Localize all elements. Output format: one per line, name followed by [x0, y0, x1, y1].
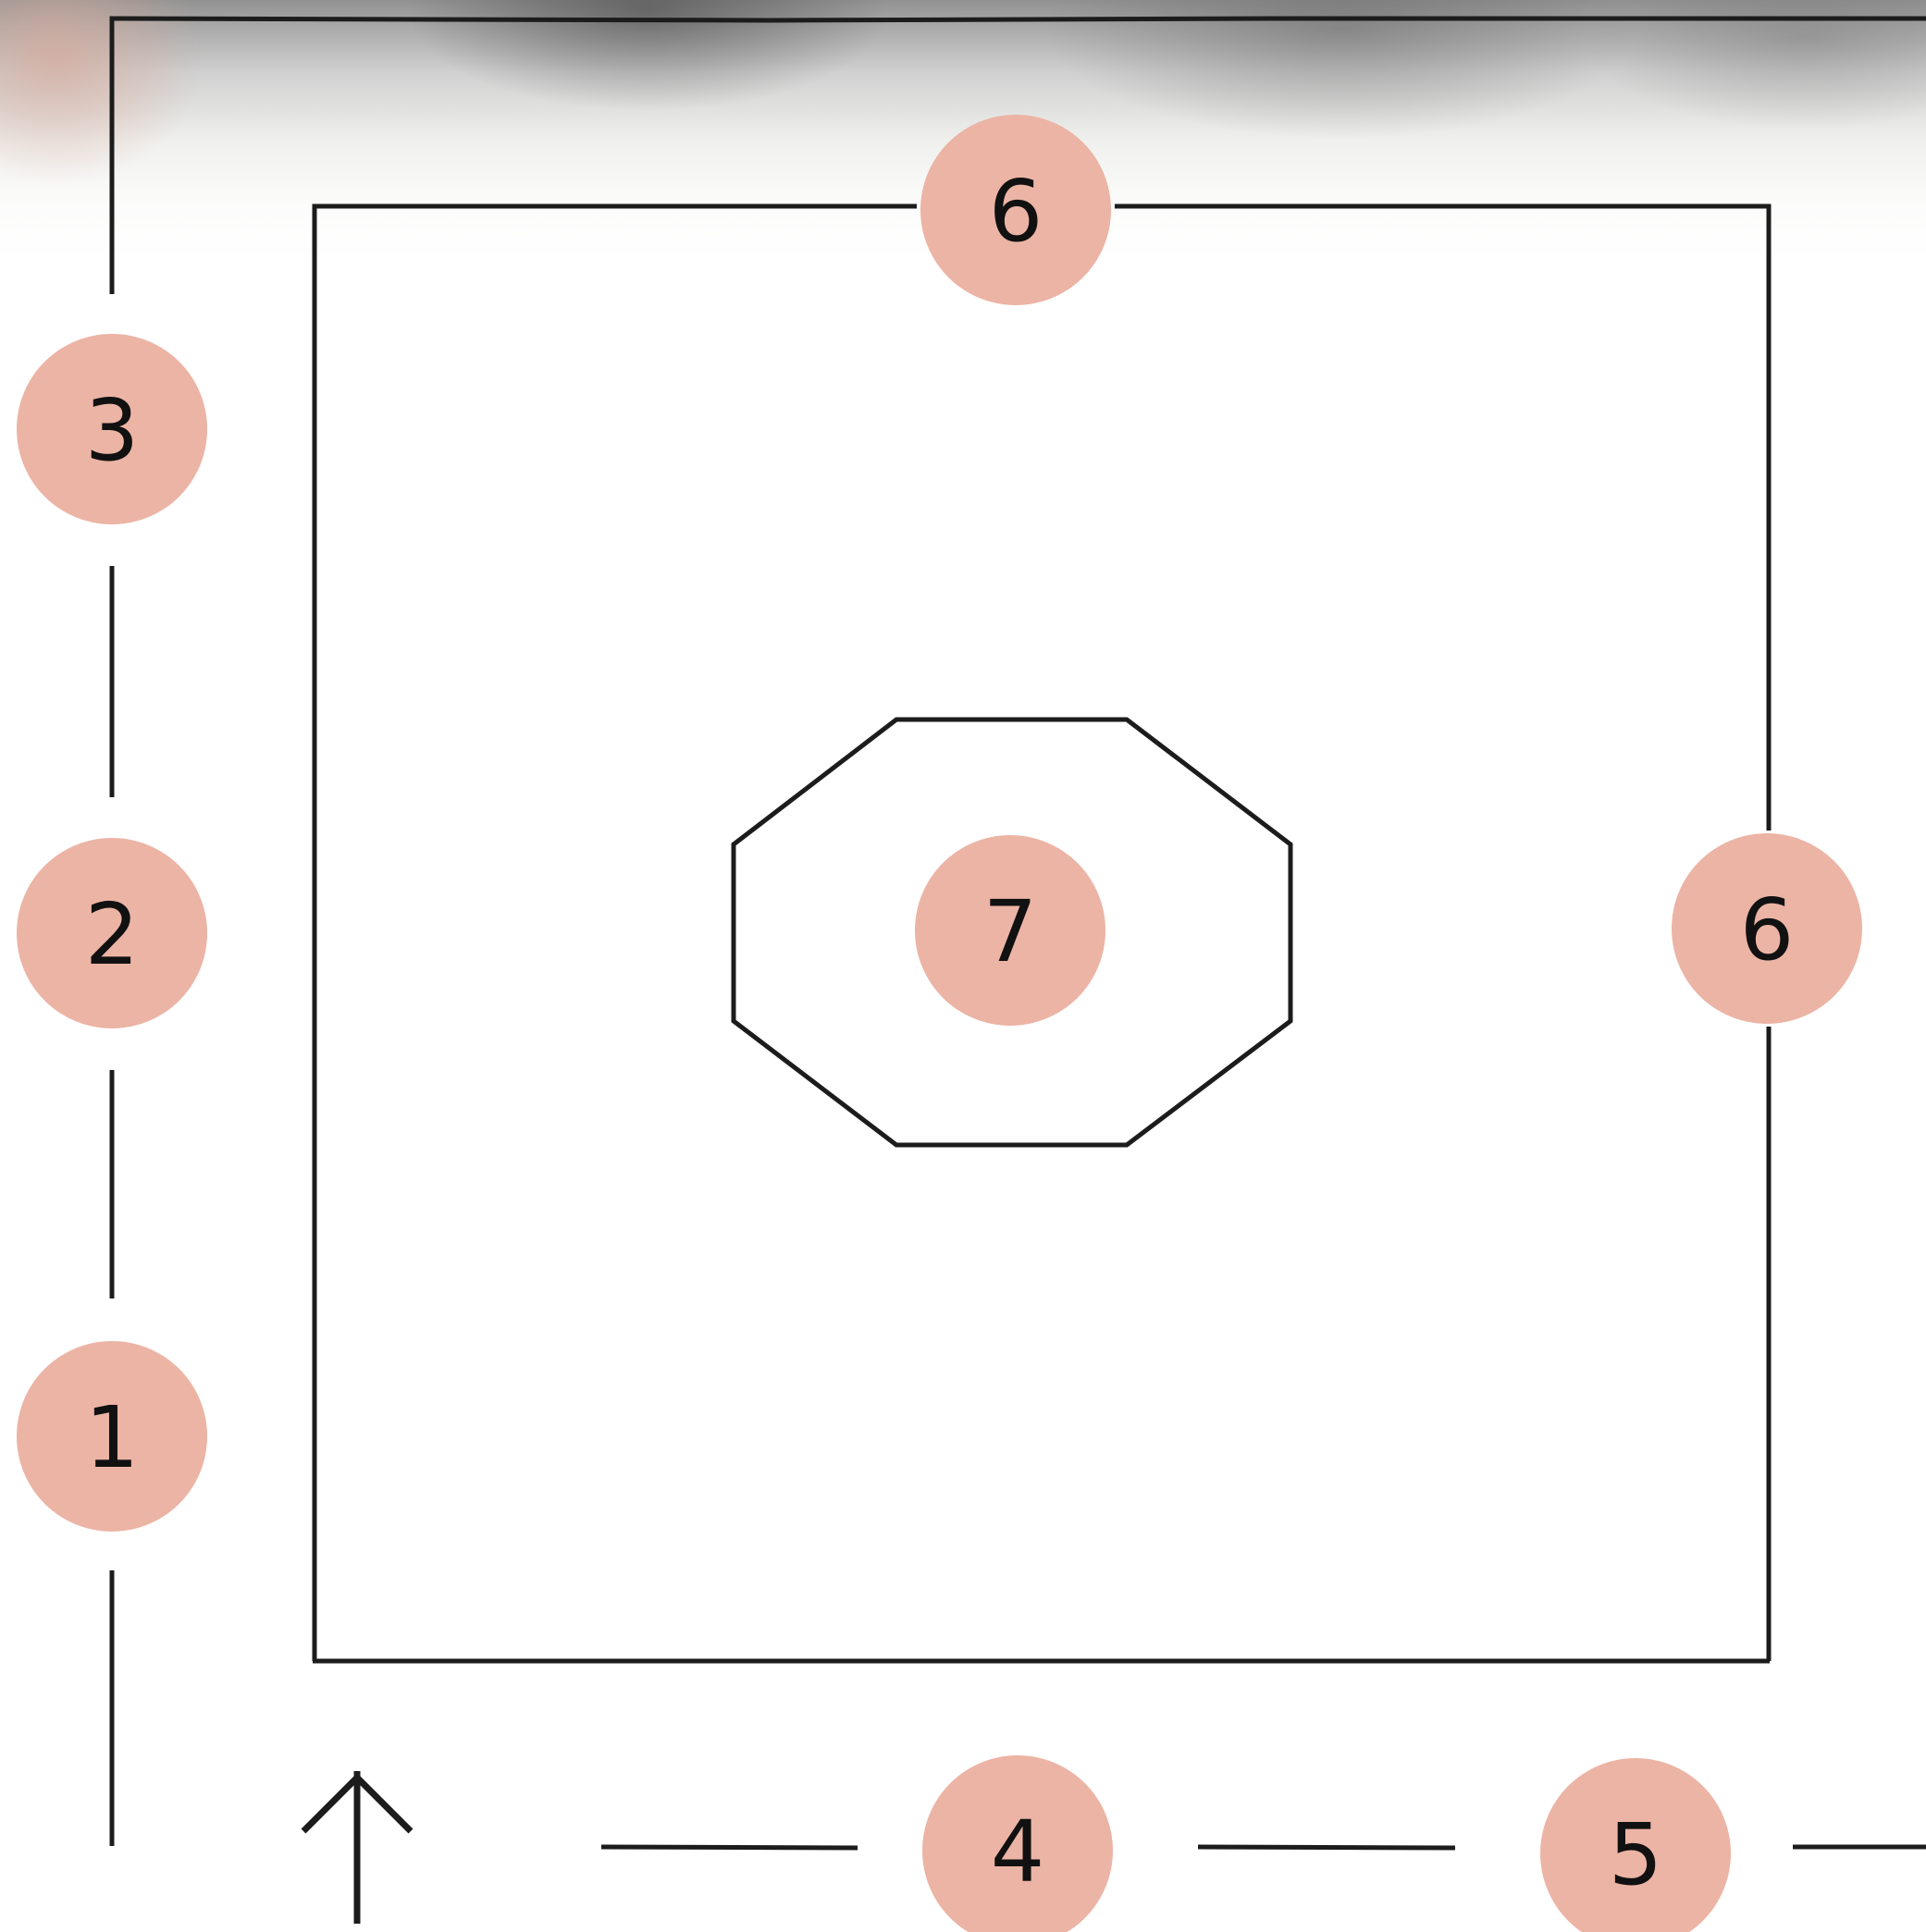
- marker-6-right-label: 6: [1740, 880, 1795, 979]
- marker-4-label: 4: [991, 1803, 1045, 1901]
- outer-frame-top-mid: [768, 18, 1272, 20]
- marker-1-label: 1: [85, 1388, 140, 1487]
- marker-3-label: 3: [85, 381, 140, 480]
- marker-1: 1: [17, 1341, 207, 1532]
- marker-3: 3: [17, 334, 207, 524]
- bottom-path-segment-a: [601, 1847, 858, 1848]
- room-wall-top-left: [315, 206, 917, 1661]
- marker-2-label: 2: [85, 885, 140, 984]
- marker-4: 4: [922, 1755, 1113, 1932]
- marker-7-label: 7: [983, 882, 1038, 981]
- marker-6-top-label: 6: [989, 162, 1043, 261]
- marker-5-label: 5: [1609, 1805, 1663, 1904]
- marker-2: 2: [17, 838, 207, 1028]
- outer-frame-top-left: [112, 18, 768, 294]
- marker-6-right: 6: [1672, 833, 1862, 1024]
- marker-5: 5: [1540, 1758, 1731, 1932]
- bottom-path-segment-b: [1198, 1847, 1455, 1848]
- marker-7: 7: [915, 835, 1105, 1026]
- arrow-up-icon: [303, 1771, 411, 1924]
- marker-6-top: 6: [920, 115, 1111, 305]
- room-wall-top-right: [1115, 206, 1769, 831]
